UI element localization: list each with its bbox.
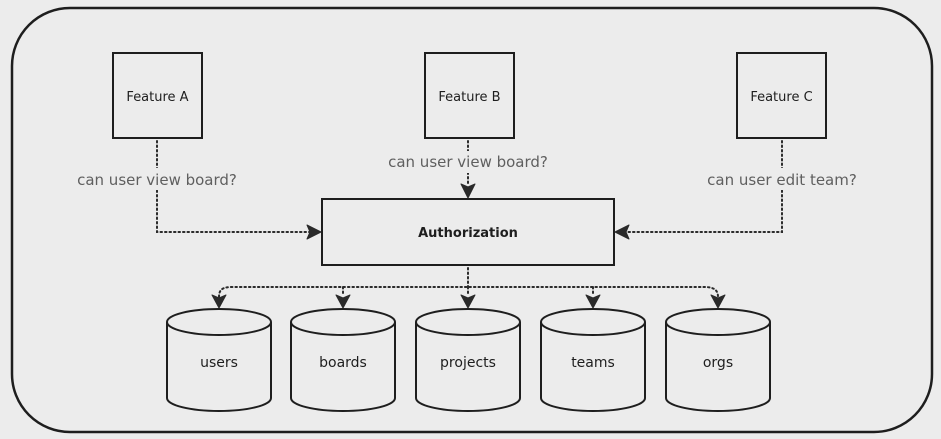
- feature-c-box: [736, 52, 827, 139]
- teams-cylinder: [540, 308, 646, 412]
- feature-a-node: Feature A: [112, 52, 203, 139]
- feature-a-arrowhead: [306, 224, 322, 240]
- authorization-box: [321, 198, 615, 266]
- projects-cylinder: [415, 308, 521, 412]
- feature-c-arrowhead: [614, 224, 630, 240]
- teams-arrowhead: [585, 294, 601, 309]
- feature-a-label: Feature A: [126, 90, 188, 105]
- authorization-node: Authorization: [321, 198, 615, 266]
- projects-cylinder-rim: [415, 321, 521, 336]
- users-arrowhead: [211, 294, 227, 309]
- feature-c-question-bg: [698, 168, 868, 190]
- users-cylinder-rim: [166, 321, 272, 336]
- boards-arrowhead: [335, 294, 351, 309]
- feature-b-box: [424, 52, 515, 139]
- feature-b-question: can user view board?: [388, 153, 548, 171]
- feature-c-label: Feature C: [750, 90, 812, 105]
- users-cylinder: [166, 308, 272, 412]
- store-users: users: [166, 308, 272, 412]
- feature-c-connector: [627, 140, 783, 233]
- store-teams: teams: [540, 308, 646, 412]
- feature-b-question-bg: [380, 151, 556, 173]
- boards-label: boards: [319, 355, 367, 371]
- teams-label: teams: [571, 355, 615, 371]
- boards-cylinder-rim: [290, 321, 396, 336]
- projects-label: projects: [440, 355, 496, 371]
- feature-b-arrowhead: [460, 183, 476, 199]
- users-label: users: [200, 355, 238, 371]
- feature-c-node: Feature C: [736, 52, 827, 139]
- feature-a-question: can user view board?: [77, 171, 237, 189]
- feature-a-connector: [156, 140, 311, 233]
- orgs-label: orgs: [703, 355, 733, 371]
- feature-c-question: can user edit team?: [707, 171, 857, 189]
- authorization-label: Authorization: [418, 226, 518, 241]
- feature-b-node: Feature B: [424, 52, 515, 139]
- feature-a-question-bg: [68, 168, 248, 190]
- orgs-cylinder-rim: [665, 321, 771, 336]
- projects-arrowhead: [460, 294, 476, 309]
- store-orgs: orgs: [665, 308, 771, 412]
- orgs-arrowhead: [710, 294, 726, 309]
- feature-b-label: Feature B: [438, 90, 500, 105]
- store-projects: projects: [415, 308, 521, 412]
- boards-cylinder: [290, 308, 396, 412]
- feature-a-box: [112, 52, 203, 139]
- distribution-line: [218, 286, 719, 298]
- teams-cylinder-rim: [540, 321, 646, 336]
- store-boards: boards: [290, 308, 396, 412]
- orgs-cylinder: [665, 308, 771, 412]
